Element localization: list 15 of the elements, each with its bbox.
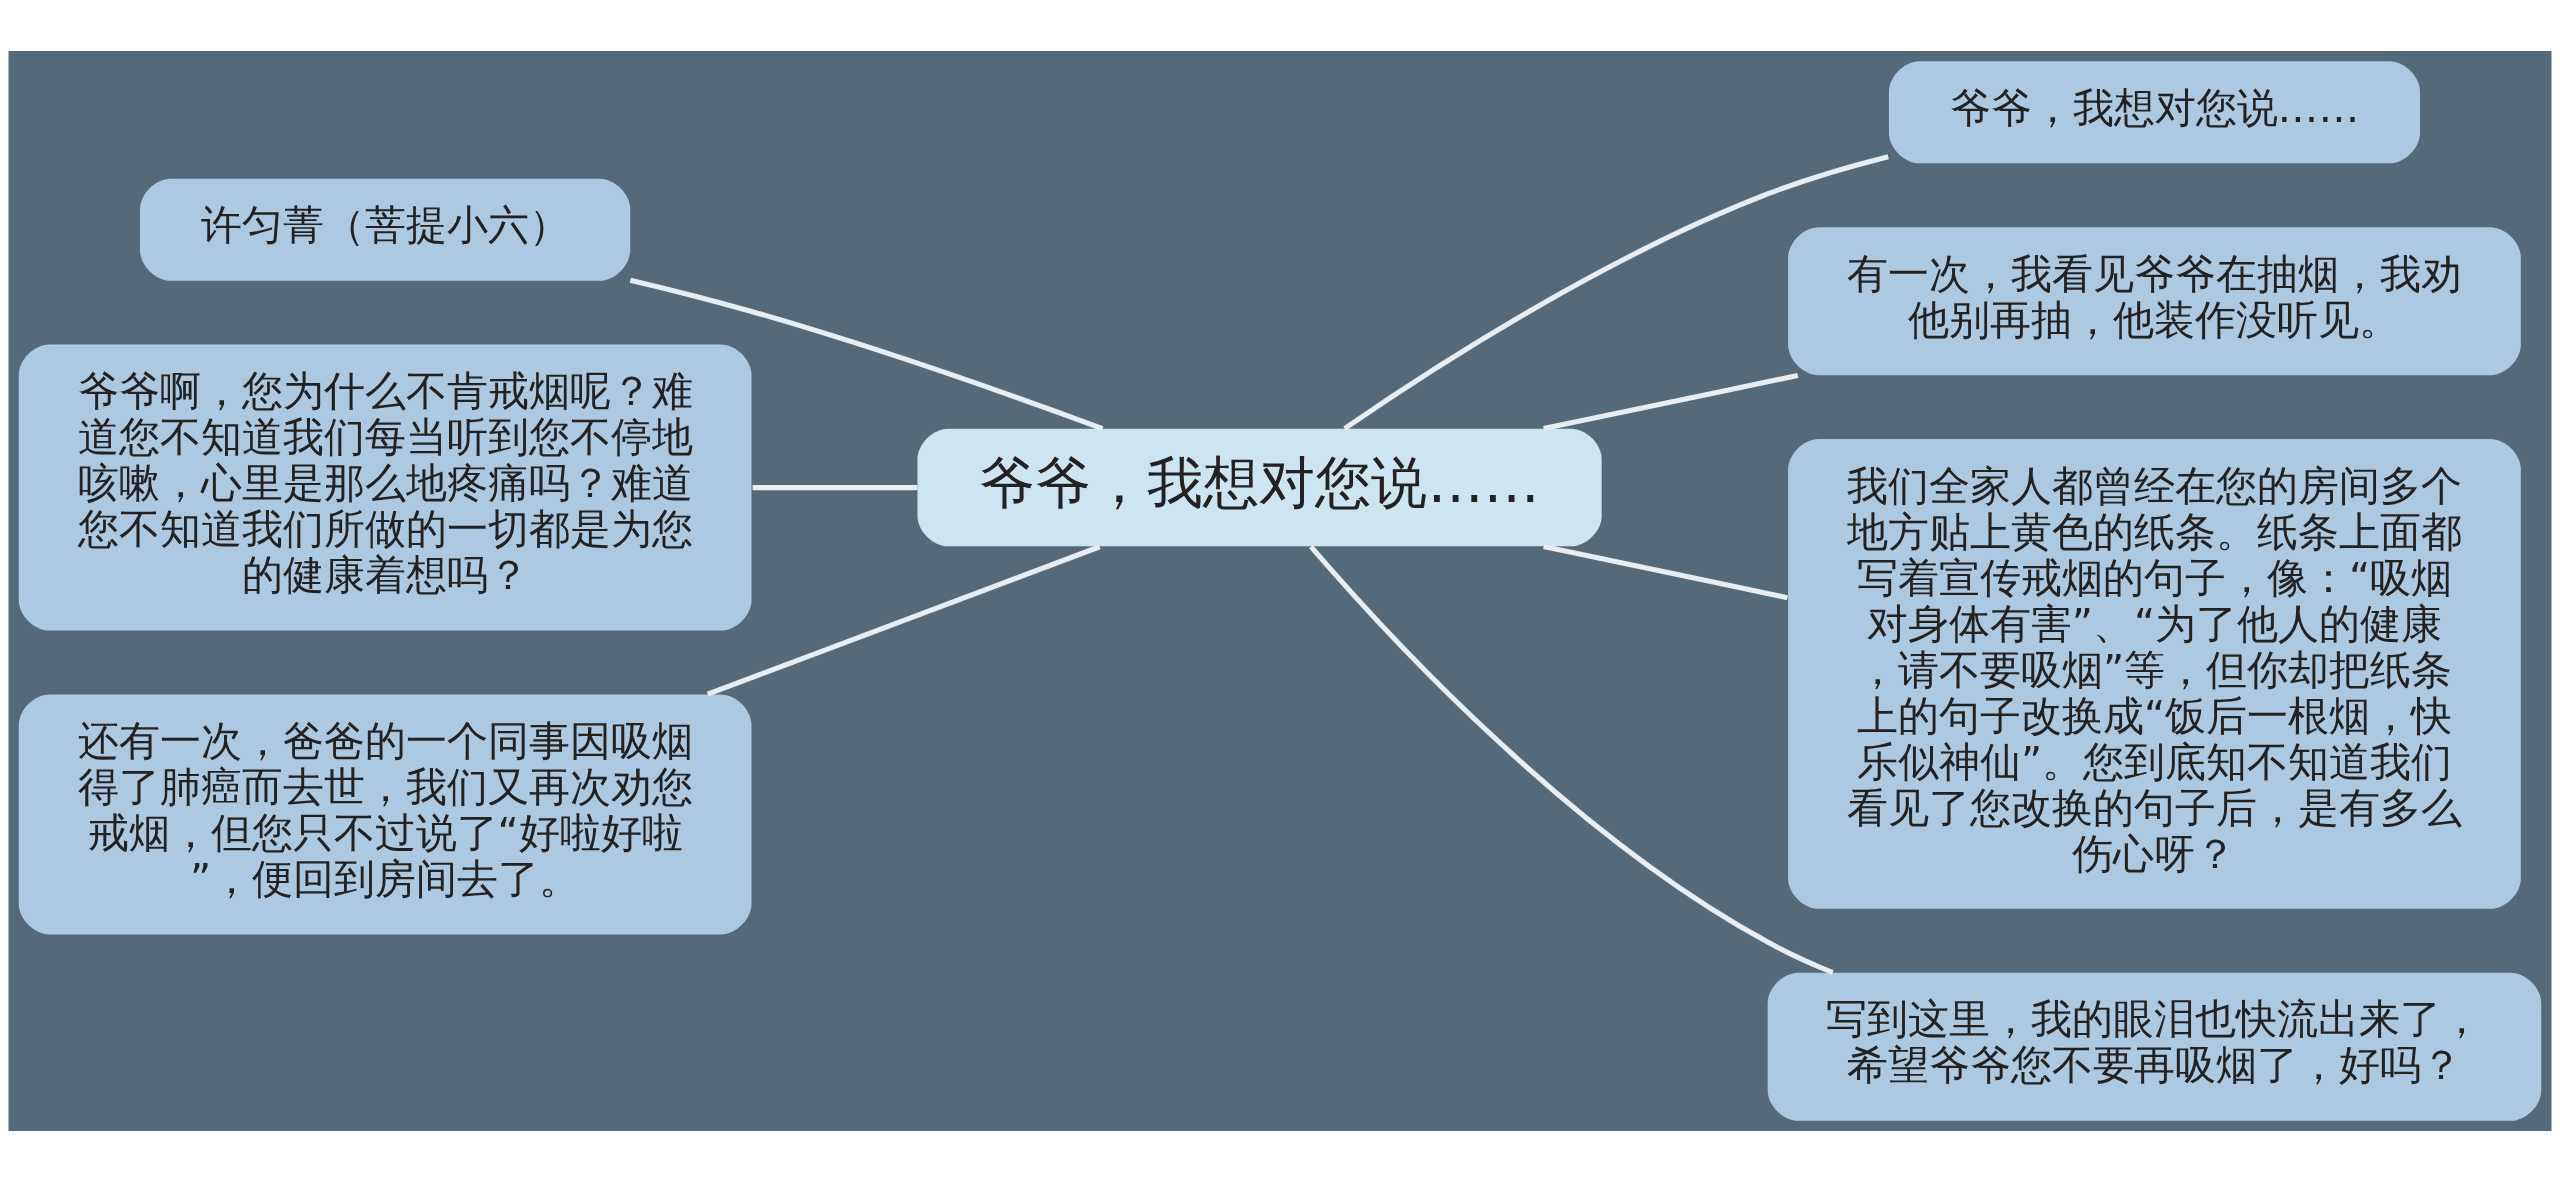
connector	[1543, 372, 1799, 431]
connector	[1343, 153, 1889, 431]
connector	[706, 543, 1101, 696]
node-box: 爷爷，我想对您说……	[1888, 60, 2420, 163]
node-box: 许匀菁（菩提小六）	[140, 178, 631, 281]
node-box: 我们全家人都曾经在您的房间多个地方贴上黄色的纸条。纸条上面都写着宣传戒烟的句子，像：“吸烟对身体有害”、“为了他人的健康，请不要吸烟”等，但你却把纸条上的句子改换成“饭后一根烟，快乐似神仙”。您到底知不知道我们看见了您改换的句子后，是有多么伤心呀？	[1788, 438, 2521, 909]
connector	[752, 484, 918, 490]
connector	[1543, 543, 1788, 600]
connector	[1309, 544, 1834, 975]
node-box: 还有一次，爸爸的一个同事因吸烟得了肺癌而去世，我们又再次劝您戒烟，但您只不过说了“好啦好啦”，便回到房间去了。	[18, 693, 752, 934]
node-box: 写到这里，我的眼泪也快流出来了，希望爷爷您不要再吸烟了，好吗？	[1767, 972, 2542, 1121]
node-box: 爷爷啊，您为什么不肯戒烟呢？难道您不知道我们每当听到您不停地咳嗽，心里是那么地疼痛吗？难道您不知道我们所做的一切都是为您的健康着想吗？	[18, 344, 752, 631]
node-box: 有一次，我看见爷爷在抽烟，我劝他别再抽，他装作没听见。	[1788, 226, 2521, 375]
node-box: 爷爷，我想对您说……	[917, 428, 1602, 546]
connector	[629, 277, 1104, 431]
